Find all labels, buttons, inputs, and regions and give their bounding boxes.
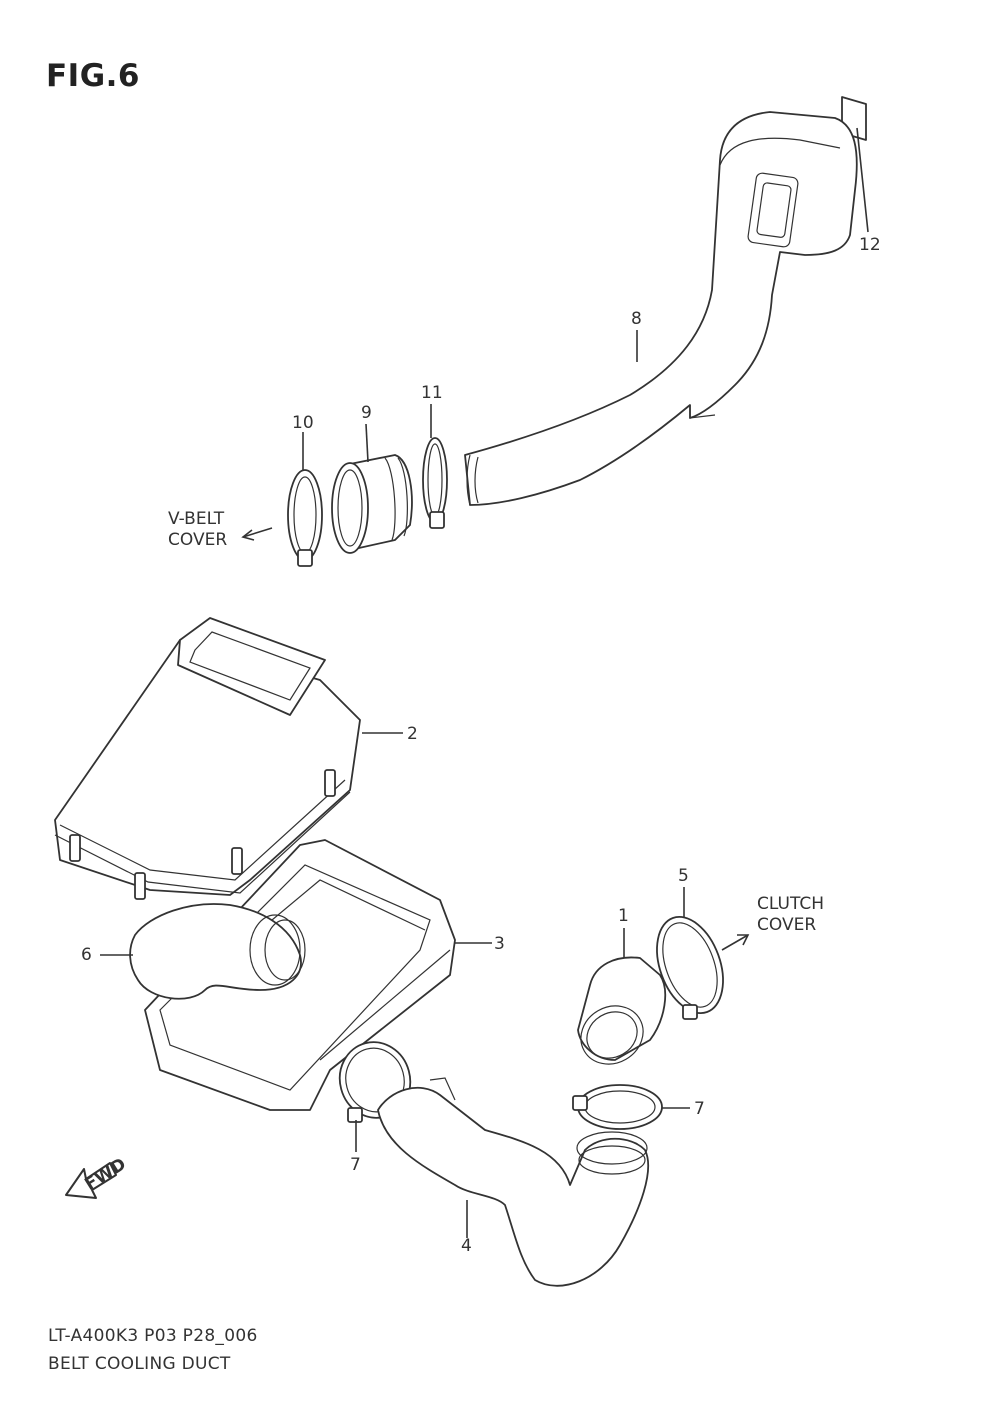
fwd-arrow-icon: FWD bbox=[65, 1154, 130, 1199]
callout-1: 1 bbox=[618, 906, 629, 926]
part-6-elbow-duct bbox=[100, 903, 306, 1000]
clutch-cover-note-line1: CLUTCH bbox=[757, 894, 824, 914]
callout-3: 3 bbox=[494, 934, 505, 954]
part-4-lower-duct bbox=[377, 1077, 649, 1287]
part-8-upper-duct bbox=[464, 111, 858, 506]
direction-arrow-icon bbox=[241, 527, 273, 541]
callout-9: 9 bbox=[361, 403, 372, 423]
fwd-text: FWD bbox=[81, 1154, 129, 1195]
direction-arrow-icon bbox=[721, 934, 750, 951]
clutch-cover-note-line2: COVER bbox=[757, 915, 816, 935]
part-9-joint-boot bbox=[331, 423, 413, 554]
part-7-clamp-right bbox=[572, 1084, 690, 1130]
callout-7-left: 7 bbox=[350, 1155, 361, 1175]
part-2-housing-cover bbox=[54, 617, 403, 900]
callout-6: 6 bbox=[81, 945, 92, 965]
vbelt-cover-note-line2: COVER bbox=[168, 530, 227, 550]
part-3-housing-base bbox=[144, 839, 492, 1111]
figure-title: FIG.6 bbox=[46, 58, 141, 94]
part-5-clamp bbox=[656, 887, 724, 1020]
callout-11: 11 bbox=[421, 383, 443, 403]
figure-code: LT-A400K3 P03 P28_006 bbox=[48, 1326, 258, 1346]
part-10-clamp bbox=[287, 432, 323, 567]
figure-name: BELT COOLING DUCT bbox=[48, 1354, 231, 1374]
vbelt-cover-note-line1: V-BELT bbox=[168, 509, 225, 529]
callout-8: 8 bbox=[631, 309, 642, 329]
callout-10: 10 bbox=[292, 413, 314, 433]
callout-12: 12 bbox=[859, 235, 881, 255]
callout-2: 2 bbox=[407, 724, 418, 744]
callout-4: 4 bbox=[461, 1236, 472, 1256]
callout-5: 5 bbox=[678, 866, 689, 886]
part-1-joint bbox=[577, 928, 667, 1065]
callout-7-right: 7 bbox=[694, 1099, 705, 1119]
part-11-clamp bbox=[422, 404, 448, 529]
